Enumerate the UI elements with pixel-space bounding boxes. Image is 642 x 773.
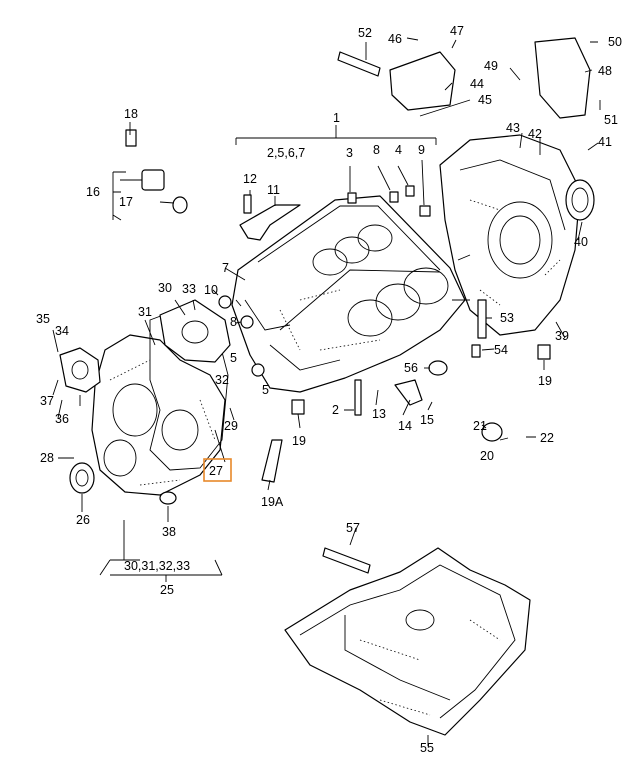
callout-48: 48 [598, 64, 612, 78]
callout-9: 9 [418, 143, 425, 157]
callout-17: 17 [119, 195, 133, 209]
sealant-tube-57 [322, 547, 371, 574]
callout-57: 57 [346, 521, 360, 535]
clip-19 [291, 344, 551, 415]
sensor-14 [394, 379, 423, 406]
bolt-54 [471, 344, 481, 358]
callout-25: 25 [160, 583, 174, 597]
washers-5 [218, 295, 265, 377]
callout-20: 20 [480, 449, 494, 463]
bracket-44-48 [389, 37, 591, 119]
callout-21: 21 [473, 419, 487, 433]
seal-ring-26 [69, 462, 95, 494]
thermostat-housing [59, 347, 101, 393]
callout-30: 30 [158, 281, 172, 295]
callout-53: 53 [500, 311, 514, 325]
callout-41: 41 [598, 135, 612, 149]
callout-49: 49 [484, 59, 498, 73]
engine-block [231, 195, 466, 393]
callout-42: 42 [528, 127, 542, 141]
cap-38 [159, 491, 177, 505]
callout-8: 8 [373, 143, 380, 157]
callout-50: 50 [608, 35, 622, 49]
callout-38: 38 [162, 525, 176, 539]
sealant-tube-52 [337, 51, 381, 77]
callout-1: 1 [333, 111, 340, 125]
timing-case-cover [439, 134, 581, 336]
dowels-3-4-8-9 [347, 185, 431, 217]
callout-19a: 19A [261, 495, 284, 509]
callout-52: 52 [358, 26, 372, 40]
callout-group-30-33: 30,31,32,33 [124, 559, 190, 573]
callout-10: 10 [204, 283, 218, 297]
callout-45: 45 [478, 93, 492, 107]
callout-11: 11 [267, 183, 280, 197]
oil-level-sensor-56 [428, 360, 448, 376]
callout-47: 47 [450, 24, 464, 38]
water-pump-housing [159, 299, 231, 363]
callout-34: 34 [55, 324, 69, 338]
callout-56: 56 [404, 361, 418, 375]
callout-22: 22 [540, 431, 554, 445]
callout-15: 15 [420, 413, 434, 427]
bolt-12 [243, 194, 252, 214]
callout-group-2567: 2,5,6,7 [267, 146, 305, 160]
highlight-box-27 [203, 458, 232, 482]
callout-44: 44 [470, 77, 484, 91]
callout-19: 19 [292, 434, 306, 448]
bolt-2 [354, 379, 362, 416]
callout-13: 13 [372, 407, 386, 421]
callout-32: 32 [215, 373, 229, 387]
callout-33: 33 [182, 282, 196, 296]
sensor-20 [481, 422, 503, 442]
callout-35: 35 [36, 312, 50, 326]
guide-rail-53 [477, 299, 487, 339]
callout-5: 5 [262, 383, 269, 397]
sensor-16 [120, 129, 165, 191]
callout-51: 51 [604, 113, 618, 127]
callout-28: 28 [40, 451, 54, 465]
callout-2: 2 [332, 403, 339, 417]
callout-36: 36 [55, 412, 69, 426]
rear-seal-40 [565, 179, 595, 221]
callout-4: 4 [395, 143, 402, 157]
callout-26: 26 [76, 513, 90, 527]
callout-27: 27 [209, 464, 223, 478]
callout-labels: 1 2,5,6,7 3 8 4 9 12 11 18 16 17 7 10 8 … [36, 24, 622, 755]
callout-43: 43 [506, 121, 520, 135]
callout-3: 3 [346, 146, 353, 160]
callout-29: 29 [224, 419, 238, 433]
callout-19b: 19 [538, 374, 552, 388]
callout-6: 5 [230, 351, 237, 365]
callout-40: 40 [574, 235, 588, 249]
sealant-tube-19a [261, 439, 283, 483]
callout-54: 54 [494, 343, 508, 357]
callout-46: 46 [388, 32, 402, 46]
o-ring-17 [172, 196, 188, 214]
callout-8b: 8 [230, 315, 237, 329]
oil-pan [284, 547, 531, 736]
leader-lines [52, 37, 601, 746]
callout-39: 39 [555, 329, 569, 343]
callout-14: 14 [398, 419, 412, 433]
callout-31: 31 [138, 305, 152, 319]
callout-7: 7 [222, 261, 229, 275]
callout-16: 16 [86, 185, 100, 199]
callout-37: 37 [40, 394, 54, 408]
callout-18: 18 [124, 107, 138, 121]
callout-12: 12 [243, 172, 257, 186]
callout-55: 55 [420, 741, 434, 755]
